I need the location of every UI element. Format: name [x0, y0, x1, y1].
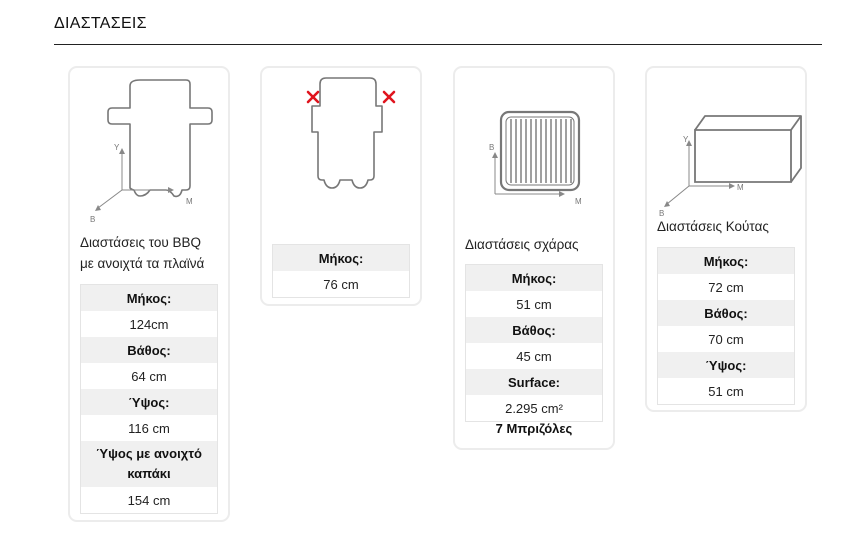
spec-value-length: 72 cm	[658, 274, 794, 300]
spec-label-depth: Βάθος:	[658, 300, 794, 326]
spec-table: Μήκος: 51 cm Βάθος: 45 cm Surface: 2.295…	[465, 264, 603, 422]
spec-value-surface: 2.295 cm²	[466, 395, 602, 421]
spec-label-length: Μήκος:	[81, 285, 217, 311]
spec-label-height: Ύψος:	[81, 389, 217, 415]
spec-label-length: Μήκος:	[466, 265, 602, 291]
spec-value-depth: 64 cm	[81, 363, 217, 389]
removed-left-side-table-icon	[306, 90, 320, 104]
spec-value-height: 116 cm	[81, 415, 217, 441]
spec-value-height-open-lid: 154 cm	[81, 487, 217, 513]
spec-table: Μήκος: 76 cm	[272, 244, 410, 298]
bbq-closed-sides-diagram	[306, 76, 402, 196]
spec-label-depth: Βάθος:	[466, 317, 602, 343]
spec-value-length: 51 cm	[466, 291, 602, 317]
spec-value-depth: 70 cm	[658, 326, 794, 352]
card-box: Y M B Διαστάσεις Κούτας Μήκος: 72 cm Βάθ…	[645, 66, 807, 412]
axis-m-label: M	[186, 197, 193, 206]
spec-value-height: 51 cm	[658, 378, 794, 404]
axis-y-label: Y	[114, 143, 120, 152]
grill-grate-diagram: B M	[489, 110, 589, 206]
caption-line-1: Διαστάσεις του BBQ	[80, 235, 201, 250]
card-caption: Διαστάσεις Κούτας	[657, 216, 769, 237]
card-caption: Διαστάσεις σχάρας	[465, 234, 579, 255]
card-grill-grate: B M Διαστάσεις σχάρας Μήκος: 51 cm Βάθος…	[453, 66, 615, 450]
caption-text: Διαστάσεις σχάρας	[465, 237, 579, 252]
bbq-open-sides-diagram: Y M B	[86, 78, 216, 224]
caption-line-2: με ανοιχτά τα πλαϊνά	[80, 256, 205, 271]
box-diagram: Y M B	[653, 110, 803, 220]
axis-b-label: B	[659, 209, 664, 218]
spec-label-surface: Surface:	[466, 369, 602, 395]
axis-y-label: Y	[683, 135, 689, 144]
card-bbq-open-sides: Y M B Διαστάσεις του BBQ με ανοιχτά τα π…	[68, 66, 230, 522]
spec-value-length: 124cm	[81, 311, 217, 337]
spec-table: Μήκος: 124cm Βάθος: 64 cm Ύψος: 116 cm Ύ…	[80, 284, 218, 514]
spec-label-height-open-lid-line1: Ύψος με ανοιχτό	[96, 446, 202, 461]
card-caption: Διαστάσεις του BBQ με ανοιχτά τα πλαϊνά	[80, 232, 204, 274]
axis-b-label: B	[489, 143, 494, 152]
spec-label-height-open-lid-line2: καπάκι	[127, 466, 171, 481]
spec-label-depth: Βάθος:	[81, 337, 217, 363]
spec-label-height: Ύψος:	[658, 352, 794, 378]
spec-table: Μήκος: 72 cm Βάθος: 70 cm Ύψος: 51 cm	[657, 247, 795, 405]
spec-value-length: 76 cm	[273, 271, 409, 297]
spec-label-height-open-lid: Ύψος με ανοιχτό καπάκι	[81, 441, 217, 487]
card-bbq-closed-sides: Μήκος: 76 cm	[260, 66, 422, 306]
axis-m-label: M	[575, 197, 582, 206]
axis-b-label: B	[90, 215, 95, 224]
section-title: ΔΙΑΣΤΑΣΕΙΣ	[54, 15, 147, 32]
spec-label-length: Μήκος:	[273, 245, 409, 271]
spec-value-depth: 45 cm	[466, 343, 602, 369]
removed-right-side-table-icon	[382, 90, 396, 104]
spec-label-length: Μήκος:	[658, 248, 794, 274]
axis-m-label: M	[737, 183, 744, 192]
caption-text: Διαστάσεις Κούτας	[657, 219, 769, 234]
steak-capacity-note: 7 Μπριζόλες	[495, 421, 573, 436]
section-divider	[54, 44, 822, 45]
